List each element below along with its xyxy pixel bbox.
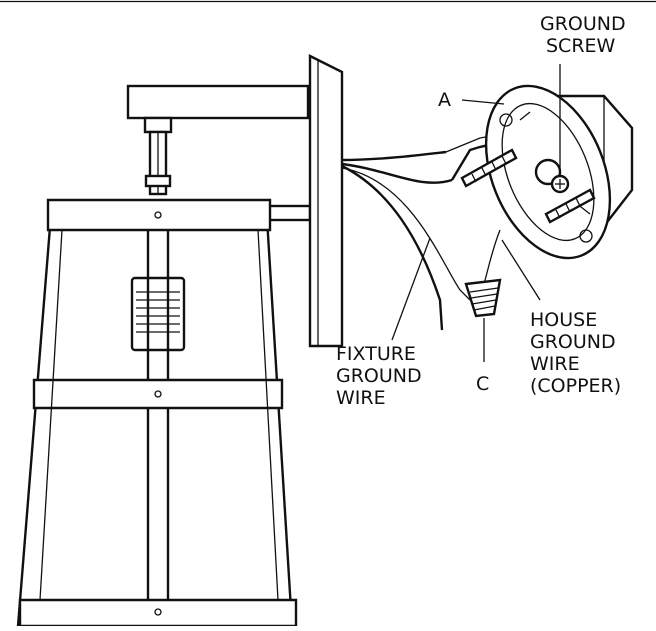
label-house-ground-line4: (COPPER) <box>530 375 621 397</box>
top-band <box>46 198 272 232</box>
part-a-leader <box>461 99 505 105</box>
wire-nut <box>464 278 502 318</box>
fixture-ground-wire <box>341 164 444 331</box>
label-fixture-ground-line1: FIXTURE <box>336 343 416 365</box>
ground-screw <box>550 174 570 194</box>
arm-joint <box>143 116 173 134</box>
lantern-fixture <box>16 84 312 628</box>
middle-band-rivet <box>154 390 162 398</box>
bottom-band-rivet <box>154 608 162 616</box>
lantern-cage <box>16 200 294 628</box>
house-ground-leader <box>501 239 541 301</box>
house-ground-wire-path <box>483 229 501 285</box>
label-fixture-ground-line3: WIRE <box>336 387 386 409</box>
bottom-band <box>18 598 298 628</box>
label-part-a: A <box>438 89 451 111</box>
bulb-socket <box>130 276 186 352</box>
mounting-screws <box>460 148 596 224</box>
fixture-ground-leader <box>391 237 431 341</box>
label-ground-screw-line1: GROUND <box>540 13 626 35</box>
mounting-plate <box>484 84 612 260</box>
label-house-ground-line3: WIRE <box>530 353 580 375</box>
label-part-c: C <box>476 373 489 395</box>
fixture-arm <box>126 84 310 120</box>
leader-lines <box>391 64 561 362</box>
label-house-ground-line2: GROUND <box>530 331 616 353</box>
top-band-rivet <box>154 211 162 219</box>
label-ground-screw-line2: SCREW <box>546 35 616 57</box>
label-fixture-ground-line2: GROUND <box>336 365 422 387</box>
wall-backplate <box>308 54 344 348</box>
middle-band <box>32 378 284 410</box>
label-house-ground-line1: HOUSE <box>530 309 597 331</box>
